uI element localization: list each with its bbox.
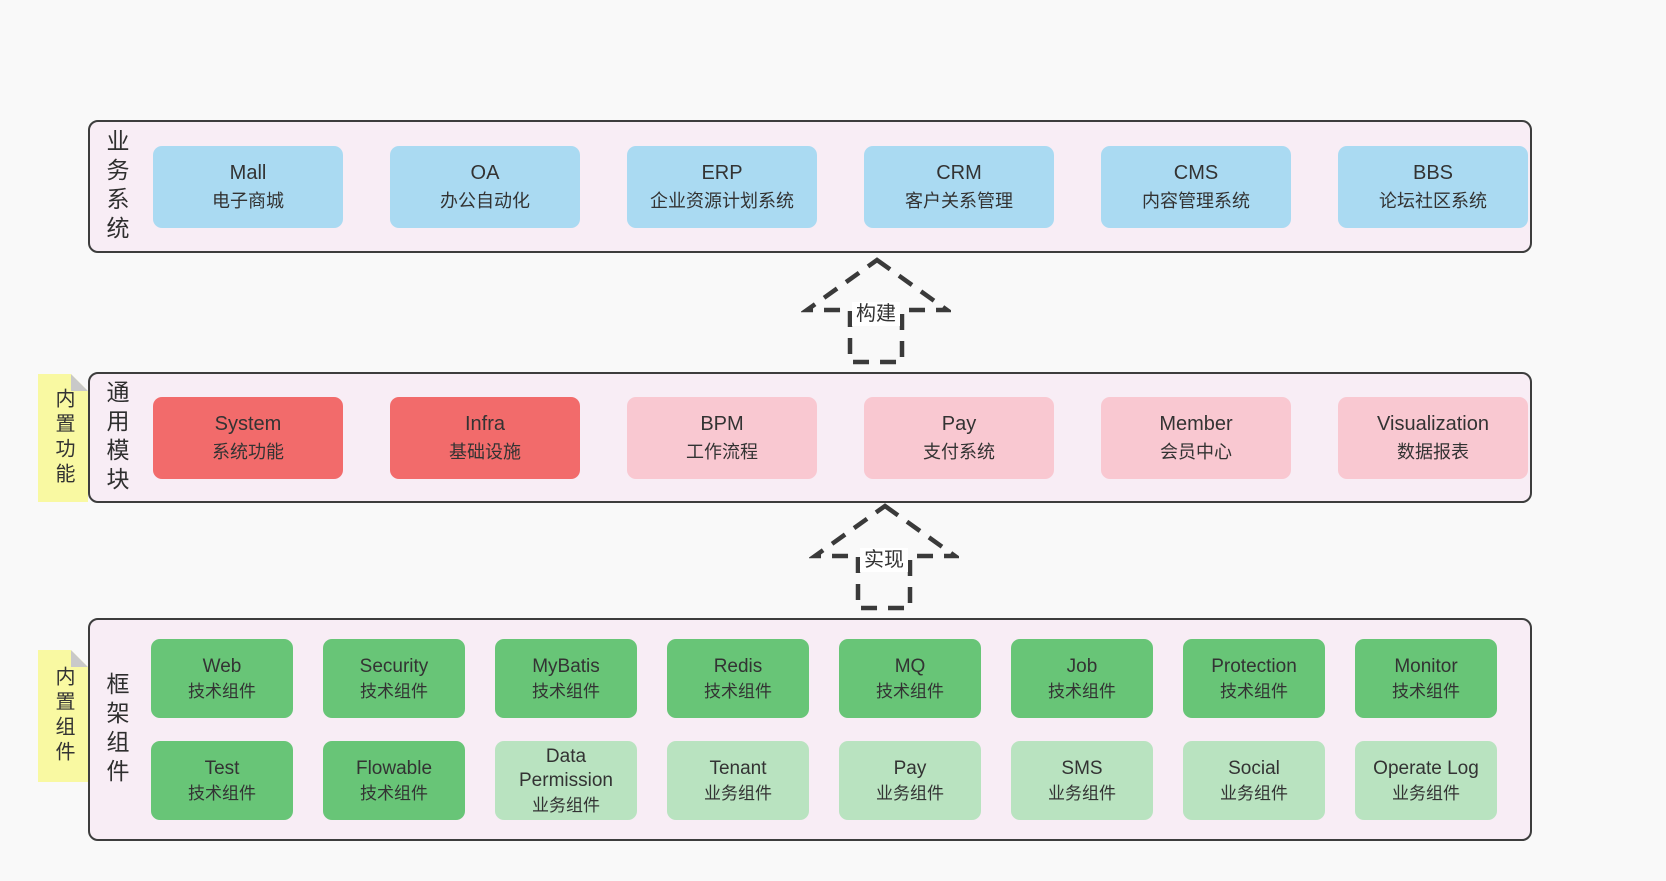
- box-social: Social 业务组件: [1183, 741, 1325, 820]
- band-framework-components: 框架组件 Web 技术组件 Security 技术组件 MyBatis 技术组件…: [88, 618, 1532, 841]
- box-oa: OA 办公自动化: [390, 145, 580, 228]
- sticky-tab-built-in-features: 内置功能: [38, 374, 88, 502]
- band-common-modules: 通用模块 System 系统功能 Infra 基础设施 BPM 工作流程 Pay…: [88, 372, 1532, 503]
- box-infra: Infra 基础设施: [390, 396, 580, 479]
- box-test: Test 技术组件: [151, 741, 293, 820]
- box-crm: CRM 客户关系管理: [864, 145, 1054, 228]
- box-monitor: Monitor 技术组件: [1355, 639, 1497, 718]
- sticky-tab-built-in-components: 内置组件: [38, 650, 88, 782]
- business-systems-row: Mall 电子商城 OA 办公自动化 ERP 企业资源计划系统 CRM 客户关系…: [135, 122, 1530, 251]
- box-bbs: BBS 论坛社区系统: [1338, 145, 1528, 228]
- implement-arrow: 实现: [809, 502, 959, 612]
- box-sms: SMS 业务组件: [1011, 741, 1153, 820]
- up-arrow-icon: [809, 503, 959, 611]
- common-modules-row: System 系统功能 Infra 基础设施 BPM 工作流程 Pay 支付系统…: [135, 374, 1530, 501]
- box-erp: ERP 企业资源计划系统: [627, 145, 817, 228]
- box-pay-business: Pay 业务组件: [839, 741, 981, 820]
- box-job: Job 技术组件: [1011, 639, 1153, 718]
- implement-arrow-label: 实现: [809, 543, 959, 572]
- band-business-systems: 业务系统 Mall 电子商城 OA 办公自动化 ERP 企业资源计划系统 CRM…: [88, 120, 1532, 253]
- box-protection: Protection 技术组件: [1183, 639, 1325, 718]
- build-arrow: 构建: [801, 256, 951, 366]
- box-operate-log: Operate Log 业务组件: [1355, 741, 1497, 820]
- folded-corner-icon: [71, 650, 88, 667]
- framework-components-grid: Web 技术组件 Security 技术组件 MyBatis 技术组件 Redi…: [135, 620, 1530, 839]
- box-mybatis: MyBatis 技术组件: [495, 639, 637, 718]
- box-security: Security 技术组件: [323, 639, 465, 718]
- box-visualization: Visualization 数据报表: [1338, 396, 1528, 479]
- box-data-permission: Data Permission 业务组件: [495, 741, 637, 820]
- box-web: Web 技术组件: [151, 639, 293, 718]
- box-flowable: Flowable 技术组件: [323, 741, 465, 820]
- box-redis: Redis 技术组件: [667, 639, 809, 718]
- folded-corner-icon: [71, 374, 88, 391]
- band-label-framework-components: 框架组件: [103, 671, 129, 788]
- box-bpm: BPM 工作流程: [627, 396, 817, 479]
- up-arrow-icon: [801, 257, 951, 365]
- box-pay: Pay 支付系统: [864, 396, 1054, 479]
- box-tenant: Tenant 业务组件: [667, 741, 809, 820]
- box-cms: CMS 内容管理系统: [1101, 145, 1291, 228]
- band-label-common-modules: 通用模块: [103, 379, 129, 496]
- band-label-business-systems: 业务系统: [103, 128, 129, 245]
- box-mq: MQ 技术组件: [839, 639, 981, 718]
- box-member: Member 会员中心: [1101, 396, 1291, 479]
- box-system: System 系统功能: [153, 396, 343, 479]
- build-arrow-label: 构建: [801, 297, 951, 326]
- box-mall: Mall 电子商城: [153, 145, 343, 228]
